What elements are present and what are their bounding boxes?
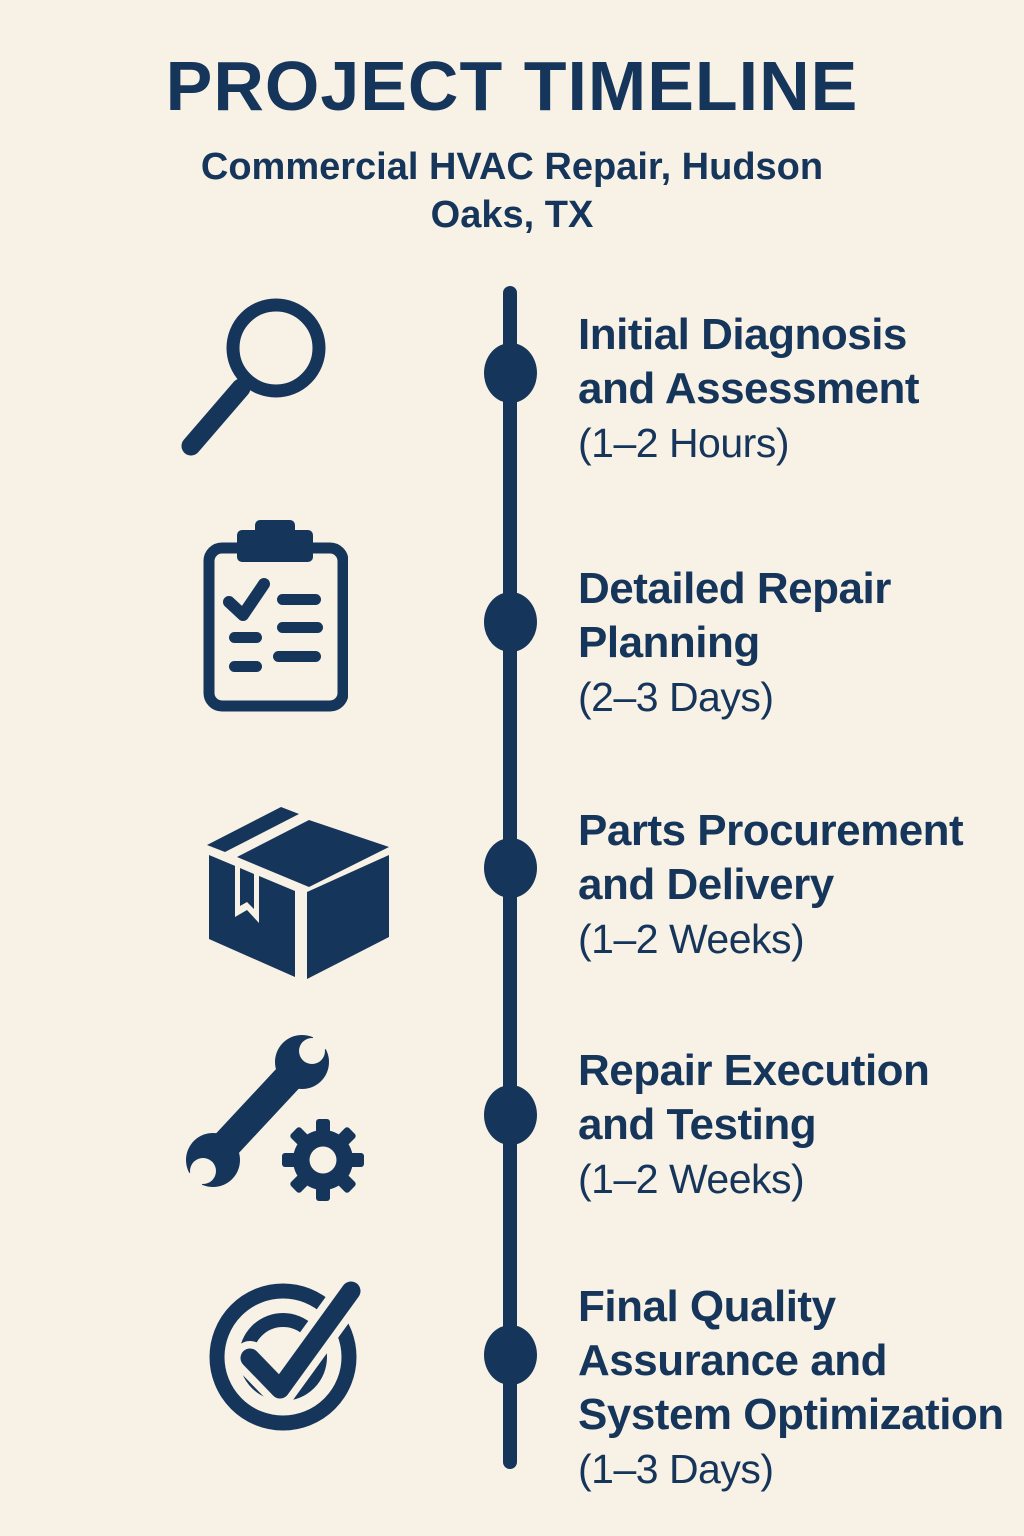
- milestone-1-icon-box: [175, 288, 365, 468]
- milestone-2-text: Detailed Repair Planning (2–3 Days): [578, 562, 1018, 724]
- timeline-dot-3: [484, 838, 537, 898]
- gear-icon: [282, 1119, 364, 1201]
- subtitle-line-2: Oaks, TX: [430, 194, 594, 236]
- timeline-dot-5: [484, 1325, 537, 1385]
- milestone-duration: (1–2 Weeks): [578, 916, 805, 962]
- page-title: PROJECT TIMELINE: [165, 47, 859, 125]
- milestone-3-icon-box: [193, 795, 393, 980]
- timeline-dot-2: [484, 592, 537, 652]
- milestone-1-text: Initial Diagnosis and Assessment (1–2 Ho…: [578, 308, 1018, 470]
- milestone-4-icon-box: [183, 1033, 378, 1208]
- milestone-5-text: Final Quality Assurance and System Optim…: [578, 1280, 1018, 1496]
- milestone-title-line: System Optimization: [578, 1390, 1004, 1439]
- milestone-4-text: Repair Execution and Testing (1–2 Weeks): [578, 1044, 1018, 1206]
- milestone-title-line: Parts Procurement: [578, 806, 964, 855]
- milestone-title-line: Planning: [578, 618, 760, 667]
- milestone-duration: (1–3 Days): [578, 1446, 774, 1492]
- milestone-5-icon-box: [200, 1276, 370, 1441]
- milestone-title-line: and Delivery: [578, 860, 834, 909]
- milestone-title-line: Detailed Repair: [578, 564, 891, 613]
- milestone-title-line: Initial Diagnosis: [578, 310, 907, 359]
- milestone-title-line: Final Quality: [578, 1282, 836, 1331]
- clipboard-checklist-icon: [203, 520, 348, 712]
- milestone-title-line: and Assessment: [578, 364, 920, 413]
- milestone-duration: (1–2 Hours): [578, 420, 789, 466]
- milestone-title-line: Assurance and: [578, 1336, 887, 1385]
- milestone-duration: (1–2 Weeks): [578, 1156, 805, 1202]
- milestone-3-text: Parts Procurement and Delivery (1–2 Week…: [578, 804, 1018, 966]
- target-checkmark-icon: [209, 1276, 368, 1431]
- milestone-2-icon-box: [203, 520, 348, 712]
- magnifier-icon: [181, 298, 326, 456]
- subtitle-line-1: Commercial HVAC Repair, Hudson: [200, 146, 824, 188]
- timeline-dot-4: [484, 1085, 537, 1145]
- milestone-duration: (2–3 Days): [578, 674, 774, 720]
- timeline-dot-1: [484, 343, 537, 403]
- page-subtitle: Commercial HVAC Repair, Hudson Oaks, TX: [0, 143, 1024, 239]
- wrench-gear-icon: [183, 1033, 367, 1208]
- milestone-title-line: Repair Execution: [578, 1046, 930, 1095]
- milestone-title-line: and Testing: [578, 1100, 817, 1149]
- package-box-icon: [207, 807, 389, 979]
